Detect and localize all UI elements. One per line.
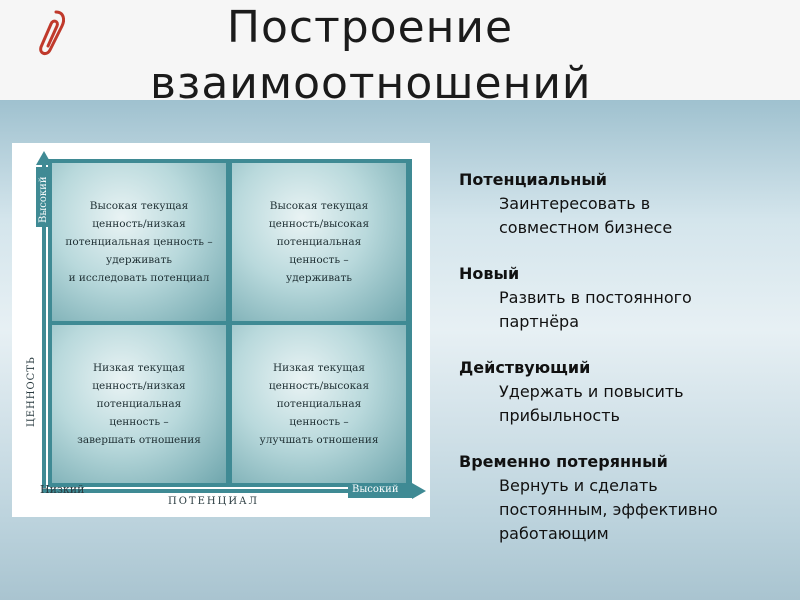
quadrant-top-right: Высокая текущая ценность/высокая потенци…	[232, 163, 406, 321]
list-item-title: Действующий	[459, 358, 591, 377]
quadrant-text: ценность –	[289, 416, 349, 428]
quadrant-text: ценность –	[289, 254, 349, 266]
y-axis-high-label: Высокий	[38, 176, 49, 223]
quadrant-text: ценность/низкая	[92, 380, 186, 392]
quadrant-text: потенциальная	[276, 398, 362, 410]
list-item: Временно потерянный Вернуть и сделать по…	[459, 450, 794, 546]
y-axis-label: ЦЕННОСТЬ	[26, 356, 37, 427]
list-item-text: Развить в постоянного	[499, 288, 692, 307]
title-band	[0, 0, 800, 100]
quadrant-text: Высокая текущая	[89, 200, 189, 212]
quadrant-text: Низкая текущая	[92, 362, 186, 374]
list-item-title: Временно потерянный	[459, 452, 668, 471]
list-item-text: Вернуть и сделать	[499, 476, 658, 495]
slide-title-line1: Построение	[226, 2, 514, 53]
list-item-text: работающим	[499, 524, 609, 543]
list-item-text: Заинтересовать в	[499, 194, 651, 213]
quadrant-top-left: Высокая текущая ценность/низкая потенциа…	[52, 163, 226, 321]
quadrant-text: удерживать	[106, 254, 172, 266]
quadrant-text: ценность/низкая	[92, 218, 186, 230]
list-item-text: прибыльность	[499, 406, 620, 425]
list-item-text: партнёра	[499, 312, 580, 331]
quadrant-text: потенциальная	[96, 398, 182, 410]
quadrant-text: удерживать	[286, 272, 352, 284]
list-item-title: Потенциальный	[459, 170, 607, 189]
quadrant-text: потенциальная	[276, 236, 362, 248]
x-axis-low-label: Низкий	[40, 483, 85, 496]
quadrant-text: Низкая текущая	[272, 362, 366, 374]
matrix-diagram: Высокая текущая ценность/низкая потенциа…	[12, 143, 430, 517]
y-axis-high-tag-bg	[36, 167, 52, 227]
quadrant-text: ценность/высокая	[268, 218, 370, 230]
paperclip-icon	[39, 10, 66, 56]
quadrant-text: завершать отношения	[77, 434, 201, 446]
x-axis-high-tag-bg	[348, 483, 412, 498]
slide-title: Построение взаимоотношений	[150, 0, 592, 112]
customer-type-list: Потенциальный Заинтересовать в совместно…	[459, 168, 794, 568]
x-axis-high-label: Высокий	[352, 484, 399, 495]
quadrant-bottom-left: Низкая текущая ценность/низкая потенциал…	[52, 325, 226, 483]
y-axis-arrow	[36, 151, 52, 165]
list-item: Новый Развить в постоянного партнёра	[459, 262, 794, 334]
list-item: Потенциальный Заинтересовать в совместно…	[459, 168, 794, 240]
list-item-title: Новый	[459, 264, 520, 283]
quadrant-text: и исследовать потенциал	[68, 272, 210, 284]
list-item-text: Удержать и повысить	[499, 382, 684, 401]
list-item-text: совместном бизнесе	[499, 218, 673, 237]
quadrant-text: улучшать отношения	[259, 434, 379, 446]
quadrant-bottom-right: Низкая текущая ценность/высокая потенциа…	[232, 325, 406, 483]
list-item: Действующий Удержать и повысить прибыльн…	[459, 356, 794, 428]
list-item-text: постоянным, эффективно	[499, 500, 718, 519]
quadrant-text: ценность –	[109, 416, 169, 428]
quadrant-text: Высокая текущая	[269, 200, 369, 212]
x-axis-label: ПОТЕНЦИАЛ	[168, 496, 259, 507]
quadrant-text: потенциальная ценность –	[65, 236, 213, 248]
quadrant-text: ценность/высокая	[268, 380, 370, 392]
x-axis-arrow	[412, 483, 426, 499]
slide-title-line2: взаимоотношений	[150, 58, 592, 109]
